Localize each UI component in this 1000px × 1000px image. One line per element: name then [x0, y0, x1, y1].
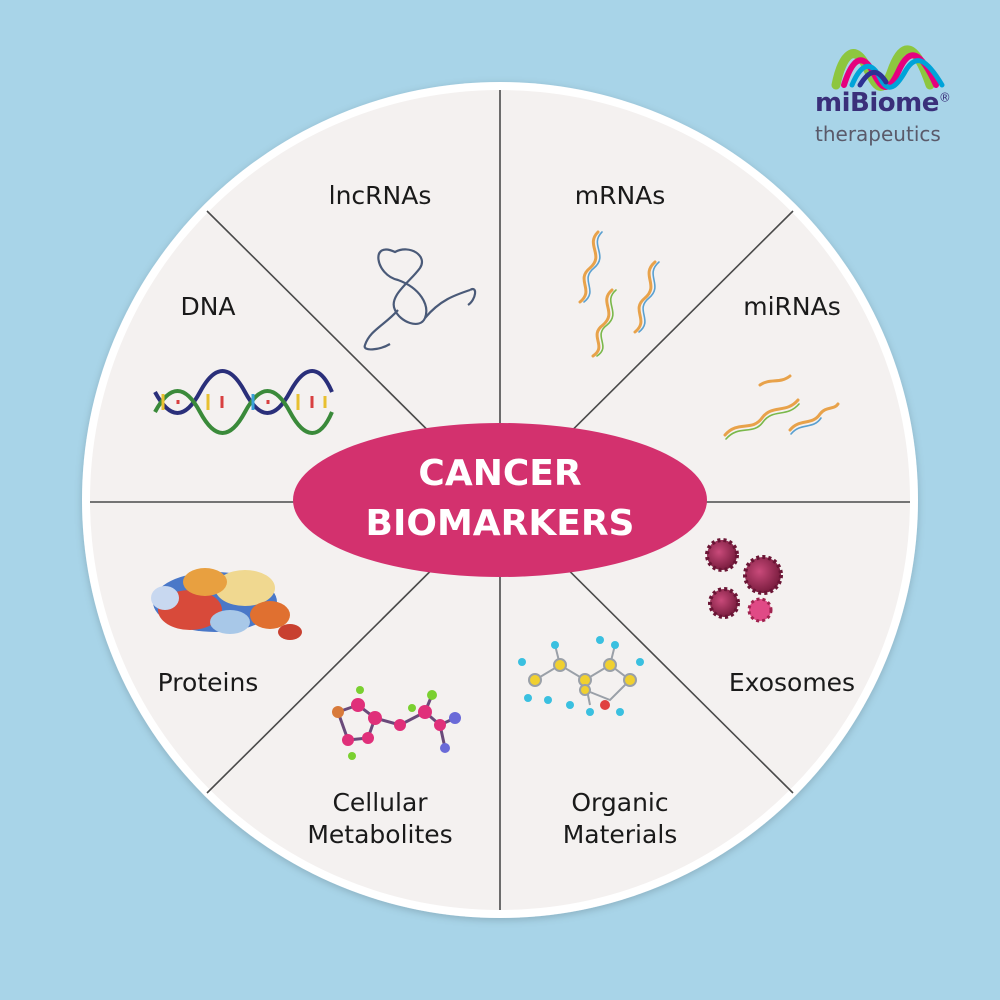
segment-label-proteins: Proteins	[158, 668, 259, 697]
mirna-icon	[723, 374, 840, 440]
mrna-icon	[578, 230, 660, 358]
segment-label-lncrnas: lncRNAs	[329, 181, 432, 210]
organic-molecule-icon	[518, 636, 644, 716]
center-title-line1: CANCER	[418, 453, 581, 494]
dna-helix-icon	[153, 369, 334, 435]
brand-name: miBiome®	[815, 88, 951, 118]
metabolite-molecule-icon	[332, 686, 461, 760]
lncrna-icon	[363, 248, 477, 351]
segment-label-cellular: Cellular	[332, 788, 428, 817]
brand-tagline: therapeutics	[815, 122, 941, 146]
segment-label-mrnas: mRNAs	[575, 181, 666, 210]
segment-label-dna: DNA	[180, 292, 235, 321]
center-ellipse	[293, 423, 707, 577]
protein-icon	[151, 568, 302, 640]
center-title-line2: BIOMARKERS	[366, 503, 635, 544]
segment-label-mirnas: miRNAs	[743, 292, 841, 321]
registered-mark: ®	[938, 90, 951, 105]
segment-label-materials: Materials	[563, 820, 678, 849]
segment-label-exosomes: Exosomes	[729, 668, 855, 697]
exosome-icon	[705, 538, 783, 623]
segment-label-organic: Organic	[571, 788, 668, 817]
segment-label-metabolites: Metabolites	[307, 820, 452, 849]
brand-logo-mark	[831, 45, 945, 91]
